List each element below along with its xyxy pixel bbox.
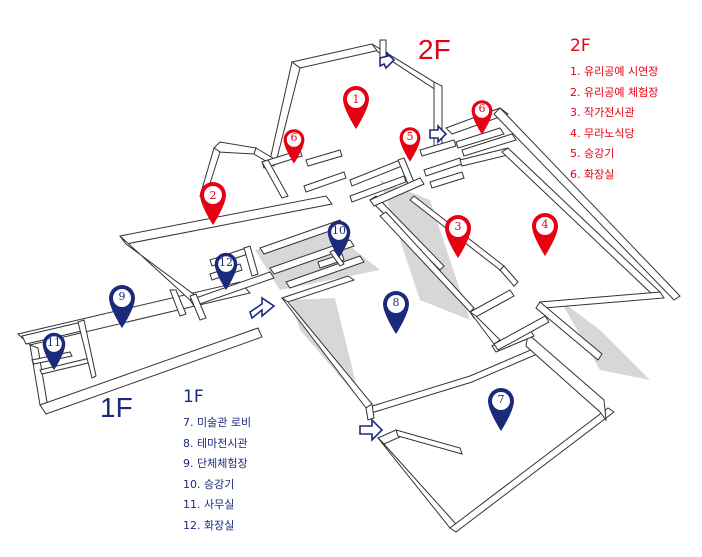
legend-item: 4. 무라노식당 [570,126,635,140]
entrance-arrow-icon [379,51,396,70]
marker-pin-icon[interactable]: 1 [343,86,369,129]
marker-pin-icon[interactable]: 10 [327,220,351,259]
legend-item: 3. 작가전시관 [570,106,635,120]
legend-item: 9. 단체체험장 [183,457,248,471]
legend-item: 10. 승강기 [183,477,235,491]
marker-pin-icon[interactable]: 8 [383,291,409,334]
marker-number: 9 [119,290,126,303]
legend-item: 6. 화장실 [570,167,615,181]
marker-number: 5 [407,130,414,143]
entrance-arrow-icon [359,418,384,442]
marker-number: 3 [455,220,462,233]
legend-item: 7. 미술관 로비 [183,416,252,429]
marker-pin-icon[interactable]: 5 [399,127,421,162]
marker-number: 7 [498,393,505,406]
legend-item: 8. 테마전시관 [183,436,248,450]
marker-number: 12 [219,256,233,269]
marker-number: 1 [353,93,360,106]
floor-1-markers: 7 8 9 10 11 12 [42,220,514,431]
marker-pin-icon[interactable]: 3 [445,215,471,258]
marker-number: 4 [542,218,549,231]
entrance-arrow-icon [429,124,448,144]
legend-title: 1F [183,387,204,407]
legend-item: 1. 유리공예 시연장 [570,65,659,78]
legend-item: 11. 사무실 [183,498,235,512]
marker-pin-icon[interactable]: 6 [283,129,305,164]
marker-pin-icon[interactable]: 11 [42,332,66,371]
marker-pin-icon[interactable]: 2 [200,182,226,225]
marker-number: 8 [393,296,400,309]
marker-pin-icon[interactable]: 12 [214,252,238,291]
floor-2-title: 2F [418,34,451,65]
floor-1-legend: 1F 7. 미술관 로비 8. 테마전시관 9. 단체체험장 10. 승강기 1… [183,387,251,537]
marker-pin-icon[interactable]: 6 [471,100,493,135]
floor-1-title: 1F [100,392,133,423]
marker-number: 6 [291,131,298,144]
marker-number: 10 [332,224,346,237]
entrance-arrow-icon [249,296,276,320]
marker-number: 2 [210,189,217,202]
marker-pin-icon[interactable]: 9 [109,285,135,328]
marker-pin-icon[interactable]: 4 [532,213,558,256]
marker-number: 11 [47,336,61,349]
floor-2-walls [119,39,681,361]
floor-2-legend: 2F 1. 유리공예 시연장 2. 유리공예 체험장 3. 작가전시관 4. 무… [570,36,658,186]
marker-pin-icon[interactable]: 7 [488,388,514,431]
entrance-arrows[interactable] [249,51,448,442]
legend-title: 2F [570,36,591,56]
legend-item: 5. 승강기 [570,147,615,161]
legend-item: 12. 화장실 [183,518,235,532]
floor-2-markers: 1 2 3 4 5 6 6 [200,86,558,258]
legend-item: 2. 유리공예 체험장 [570,85,659,99]
marker-number: 6 [479,102,486,115]
